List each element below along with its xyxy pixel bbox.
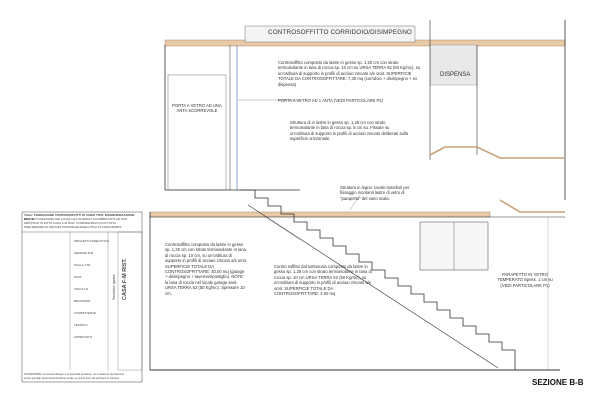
title-block-header-line-4: PRELIMINARE DI PROGETTAZIONE ED ESECUTIV… [24, 225, 122, 229]
title-block-footer-2: anche parziale senza autorizzazione scri… [24, 377, 120, 380]
leader-line-stair [349, 194, 361, 211]
title-block-vertical-2: CASA F-M RIST. [122, 258, 128, 300]
pantry-area [429, 44, 478, 86]
title-block-row-4: DATA [74, 275, 82, 279]
sliding-door-label: PORTA A VETRO AD UNA ANTA SCORREVOLE [172, 103, 222, 114]
title-block-row-2: SEZIONE B-B [74, 251, 94, 255]
title-block-header-line-1: Titolo: FORMAZIONE CONTROSOFFITTI DI VAR… [24, 213, 135, 221]
corridor-ceiling-label: CONTROSOFFITTO CORRIDOIO/DISIMPEGNO [268, 29, 412, 36]
ceiling-note-1: Controsoffitto composto da lastre in ges… [278, 60, 421, 87]
stair-hatch [264, 216, 301, 241]
stair-note: Struttura in legno: tavole lamellari per… [340, 185, 410, 201]
corridor-ceiling-area [244, 25, 416, 43]
section-title: SEZIONE B-B [532, 378, 584, 387]
title-block-row-6: REVISIONE [74, 299, 91, 303]
title-block-row-1: PROGETTO ESECUTIVO [74, 239, 109, 243]
left-ceiling-note: Controsoffitto composto da lastre in ges… [165, 242, 247, 296]
title-block-row-3: SCALA 1:50 [74, 263, 91, 267]
title-block-row-7: COMMITTENTE [74, 311, 96, 315]
stair-stringer [247, 204, 499, 369]
sliding-door-frame [167, 74, 227, 191]
title-block-header-line-2: RISTRUTTURAZIONE DEI LOCALI ALL'INTERNO … [24, 217, 128, 221]
mid-slab-band [499, 199, 565, 213]
pantry-ceiling-band [429, 146, 565, 159]
title-block-header-line-3: ABITATIVO IN DITTA CASA F-M RIST. COMPRE… [24, 221, 116, 225]
glass-wall-label: PARAPETTO IN VETRO TEMPERATO Spess. 1 cm… [497, 272, 553, 288]
title-block-row-8: TECNICO [74, 323, 88, 327]
wall-note: Struttura di in lastre in gesso sp. 1,25… [290, 120, 409, 142]
title-block-row-5: TAVOLA N. [74, 287, 90, 291]
title-block-row-9: APPROVATO [74, 335, 93, 339]
title-block-vertical-1: Sezione quota [111, 274, 116, 300]
pantry-label: DISPENSA [440, 72, 471, 78]
title-block-vertical-strip [117, 231, 143, 371]
door-reference-note: PORTA A VETRO AD 1 ANTA (VEDI PARTICOLAR… [278, 98, 384, 103]
title-block-footer-1: AVVERTENZE: il presente disegno è di pro… [24, 373, 125, 376]
ceiling-band-lower [149, 211, 491, 218]
staircase-steps [240, 189, 516, 370]
center-ceiling-note: Contro soffitto dal sottoscala composto … [274, 264, 372, 297]
